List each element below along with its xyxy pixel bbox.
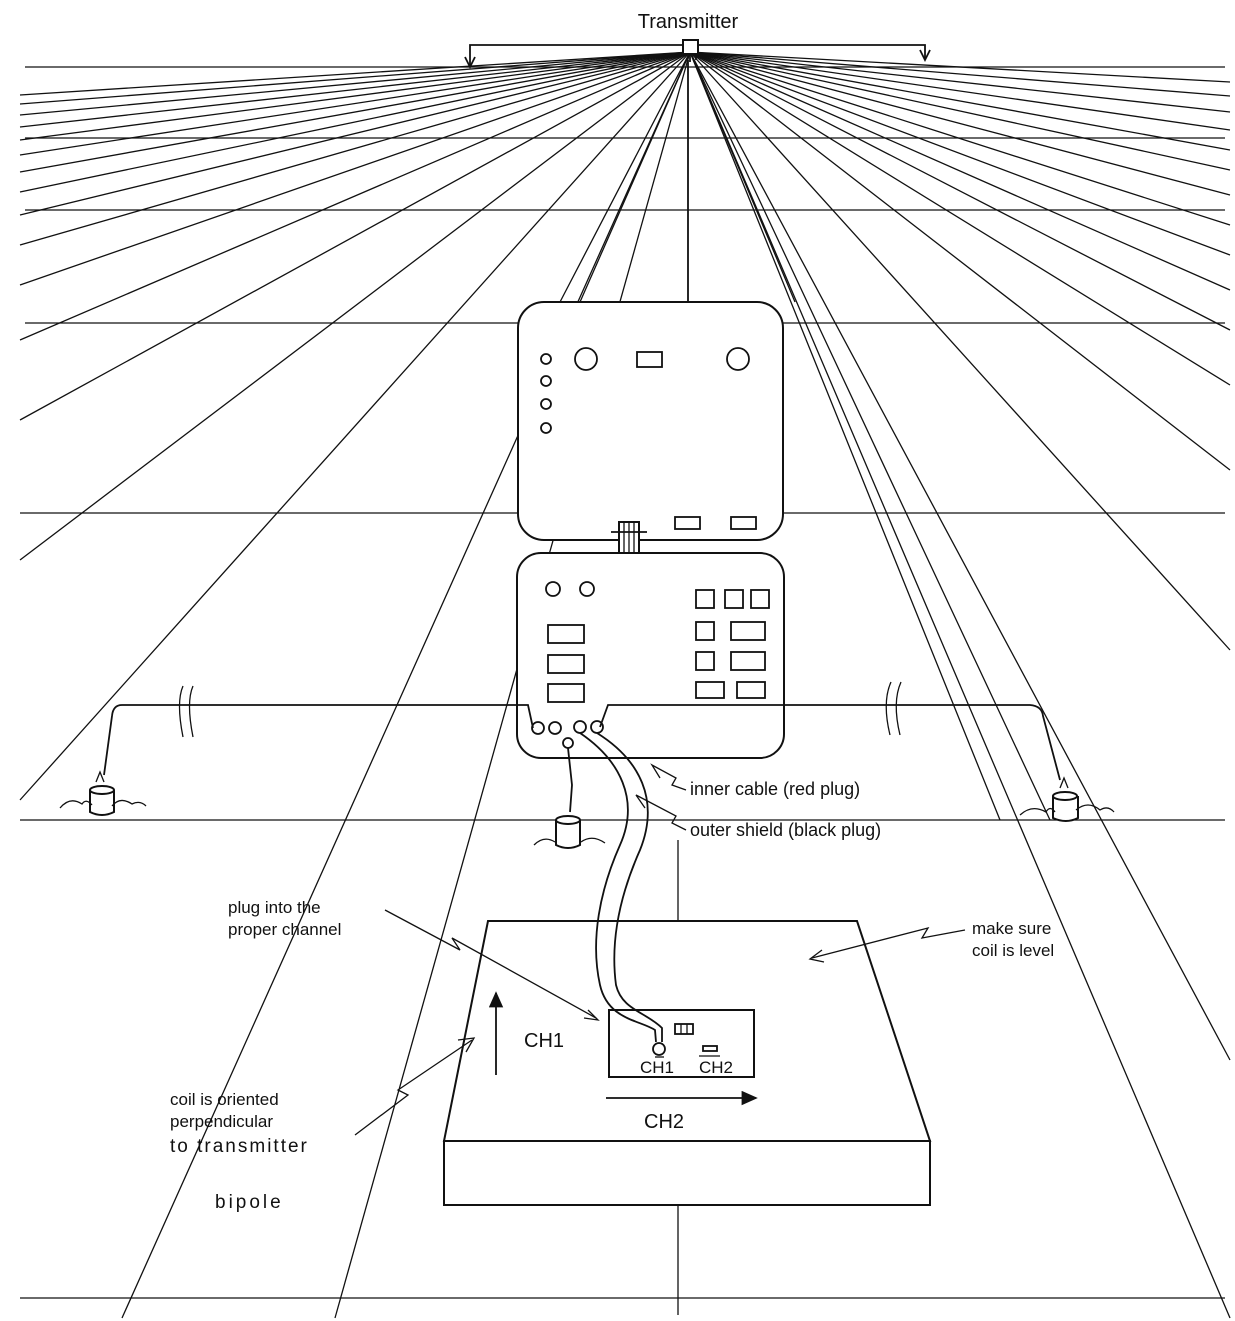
grid-ray [690, 52, 1230, 170]
coil-label-line2: perpendicular [170, 1112, 273, 1131]
grid-ray [580, 52, 690, 302]
grid-ray [20, 52, 690, 245]
level-label-line1: make sure [972, 919, 1051, 938]
ch1-arrow-label: CH1 [524, 1030, 564, 1052]
outer-shield-label: outer shield (black plug) [690, 820, 881, 840]
coil-label-line3: to transmitter [170, 1136, 309, 1157]
coil-pad: CH1 CH2 CH1 CH2 [444, 921, 930, 1205]
grid-ray [20, 52, 690, 285]
inner-cable-label: inner cable (red plug) [690, 779, 860, 799]
transmitter-label: Transmitter [638, 11, 739, 33]
grid-ray [690, 52, 1230, 330]
pad-side [444, 1141, 930, 1205]
left-electrode-wire [104, 705, 533, 775]
grid-ray [20, 52, 690, 340]
plug-label-line1: plug into the [228, 898, 321, 917]
grid-ray [20, 52, 690, 172]
transmitter-node [683, 40, 698, 54]
ch2-port-label: CH2 [699, 1058, 733, 1077]
coil-label-line4: bipole [215, 1192, 284, 1213]
right-electrode [1020, 778, 1114, 821]
left-electrode [60, 772, 146, 815]
grid-ray [20, 52, 690, 115]
ch2-arrow-label: CH2 [644, 1111, 684, 1133]
centre-electrode [534, 816, 605, 848]
console-upper-unit [518, 302, 783, 540]
level-label-line2: coil is level [972, 941, 1054, 960]
grid-ray [560, 52, 690, 302]
receiver-console [517, 302, 784, 758]
grid-ray [20, 52, 690, 127]
grid-ray [20, 52, 690, 215]
outer-shield-pointer [636, 795, 686, 830]
plug-label-line2: proper channel [228, 920, 341, 939]
inner-cable-pointer [652, 765, 686, 790]
grid-ray [690, 52, 1230, 130]
coil-label-line1: coil is oriented [170, 1090, 279, 1109]
ch1-port-label: CH1 [640, 1058, 674, 1077]
